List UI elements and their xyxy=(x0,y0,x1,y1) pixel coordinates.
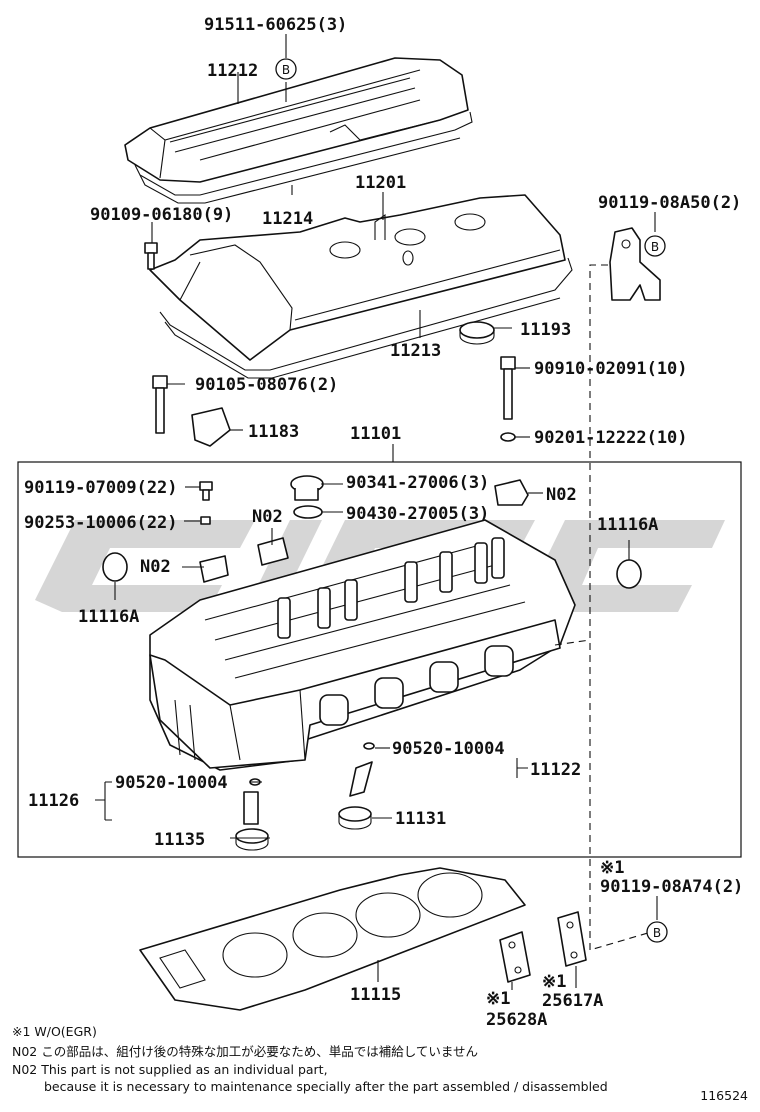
label-11131: 11131 xyxy=(395,809,446,829)
label-n02-middle: N02 xyxy=(252,507,283,527)
label-90119-07009: 90119-07009(22) xyxy=(24,478,178,498)
label-11135: 11135 xyxy=(154,830,205,850)
label-11183: 11183 xyxy=(248,422,299,442)
label-11115: 11115 xyxy=(350,985,401,1005)
cylinder-head-cover-11212 xyxy=(124,57,469,183)
head-gasket-11115 xyxy=(139,867,526,1011)
bolt-90105 xyxy=(152,375,168,434)
bearing-cap-n02-left xyxy=(199,555,229,583)
bolt-90910 xyxy=(500,356,516,420)
label-n02-left: N02 xyxy=(140,557,171,577)
label-25628A: 25628A xyxy=(486,1010,547,1030)
guide-11126 xyxy=(243,778,261,825)
label-11213: 11213 xyxy=(390,341,441,361)
seal-11131 xyxy=(338,806,372,830)
label-11116A-right: 11116A xyxy=(597,515,658,535)
guide-11122 xyxy=(349,742,375,797)
washer-90201 xyxy=(500,432,516,442)
svg-text:B: B xyxy=(653,926,661,940)
label-90341: 90341-27006(3) xyxy=(346,473,489,493)
circle-b-marker-2: B xyxy=(644,235,666,257)
label-mark-egr-3: ※1 xyxy=(486,989,510,1009)
label-90430: 90430-27005(3) xyxy=(346,504,489,524)
cylinder-head-frame xyxy=(17,461,742,858)
cover-gasket-11214 xyxy=(134,111,473,204)
label-11193: 11193 xyxy=(520,320,571,340)
note-line-4: because it is necessary to maintenance s… xyxy=(44,1079,608,1094)
label-11101: 11101 xyxy=(350,424,401,444)
plug-11116A-left xyxy=(102,552,128,582)
label-11122: 11122 xyxy=(530,760,581,780)
label-25617A: 25617A xyxy=(542,991,603,1011)
bearing-cap-n02-middle xyxy=(257,537,289,566)
seal-11193 xyxy=(459,321,495,345)
label-11214: 11214 xyxy=(262,209,313,229)
part-labels: 91511-60625(3) 11212 11214 11201 90109-0… xyxy=(24,15,743,1030)
label-90910: 90910-02091(10) xyxy=(534,359,688,379)
note-line-1: ※1 W/O(EGR) xyxy=(12,1024,97,1039)
cylinder-head-cover-11201 xyxy=(149,194,566,361)
circle-b-marker-3: B xyxy=(646,921,668,943)
label-90253: 90253-10006(22) xyxy=(24,513,178,533)
label-11126: 11126 xyxy=(28,791,79,811)
label-91511: 91511-60625(3) xyxy=(204,15,347,35)
label-90520-lower: 90520-10004 xyxy=(115,773,228,793)
svg-text:B: B xyxy=(282,63,290,77)
label-90119-08A50: 90119-08A50(2) xyxy=(598,193,741,213)
plate-25628A xyxy=(499,931,531,983)
leader-lines xyxy=(95,34,659,990)
label-11116A-left: 11116A xyxy=(78,607,139,627)
label-n02-right: N02 xyxy=(546,485,577,505)
label-mark-egr-1: ※1 xyxy=(600,858,624,878)
label-90201: 90201-12222(10) xyxy=(534,428,688,448)
seal-11135 xyxy=(235,828,269,851)
figure-id: 116524 xyxy=(700,1088,748,1103)
label-11212: 11212 xyxy=(207,61,258,81)
bracket-90119-08A50 xyxy=(609,227,661,301)
note-line-3: N02 This part is not supplied as an indi… xyxy=(12,1062,328,1077)
gasket-90430 xyxy=(293,505,323,519)
label-90109: 90109-06180(9) xyxy=(90,205,233,225)
footnotes: ※1 W/O(EGR) N02 この部品は、組付け後の特殊な加工が必要なため、単… xyxy=(12,1024,608,1094)
svg-text:B: B xyxy=(651,240,659,254)
cover-gasket-11213 xyxy=(159,257,573,379)
bearing-cap-n02-right xyxy=(494,479,529,506)
label-mark-egr-2: ※1 xyxy=(542,972,566,992)
note-line-2: N02 この部品は、組付け後の特殊な加工が必要なため、単品では補給していません xyxy=(12,1044,478,1059)
cylinder-head-11101 xyxy=(149,519,576,771)
bolt-90119-07009 xyxy=(199,481,213,501)
plate-25617A xyxy=(557,911,587,967)
pin-90253 xyxy=(200,516,211,525)
bolt-90109 xyxy=(144,242,158,270)
circle-b-marker-1: B xyxy=(275,58,297,80)
plug-11116A-right xyxy=(616,559,642,589)
label-11201: 11201 xyxy=(355,173,406,193)
label-90520-upper: 90520-10004 xyxy=(392,739,505,759)
label-90105: 90105-08076(2) xyxy=(195,375,338,395)
cap-90341 xyxy=(290,475,324,501)
label-90119-08A74: 90119-08A74(2) xyxy=(600,877,743,897)
plug-11183 xyxy=(191,407,231,447)
